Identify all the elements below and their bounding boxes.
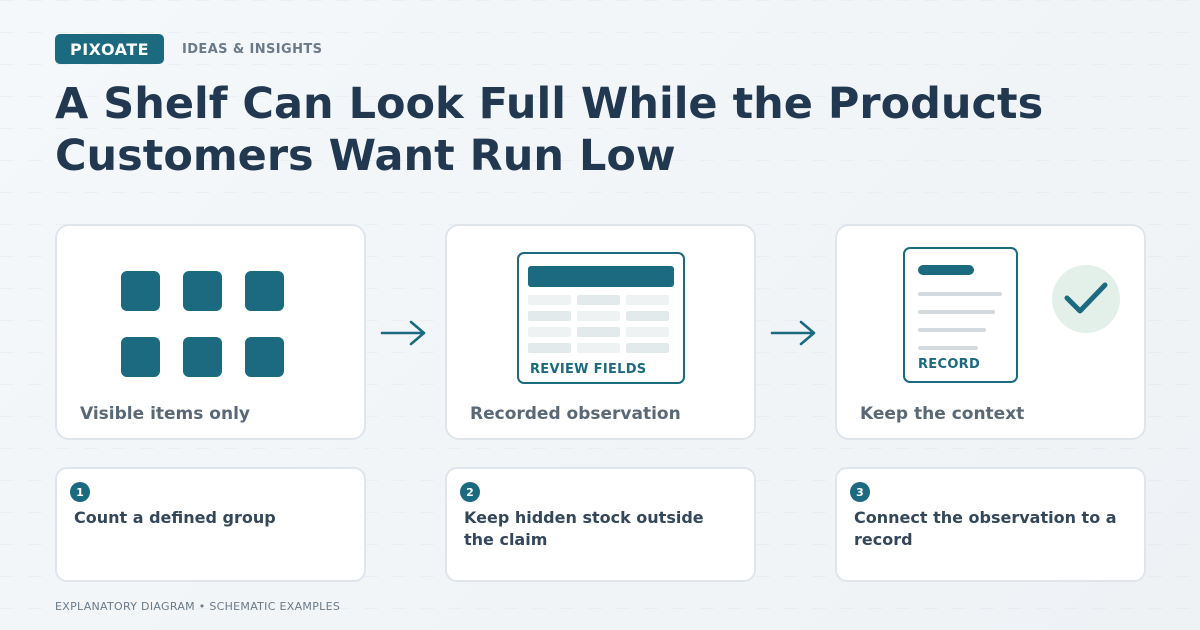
step-text: Count a defined group	[74, 508, 276, 527]
footer-caption: EXPLANATORY DIAGRAM • SCHEMATIC EXAMPLES	[55, 600, 341, 613]
card-label: Keep the context	[860, 404, 1025, 424]
card-recorded-observation: REVIEW FIELDS Recorded observation	[445, 224, 756, 440]
doc-caption: RECORD	[918, 357, 981, 372]
card-keep-context: RECORD Keep the context	[835, 224, 1146, 440]
arrow-right-icon	[380, 320, 426, 346]
step-2: 2 Keep hidden stock outside the claim	[445, 467, 756, 582]
step-number-badge: 1	[70, 482, 90, 502]
document-icon: RECORD	[903, 247, 1018, 383]
page-title: A Shelf Can Look Full While the Products…	[55, 79, 1044, 181]
arrow-right-icon	[770, 320, 816, 346]
step-text: Keep hidden stock outside the claim	[464, 508, 704, 549]
card-label: Visible items only	[80, 404, 250, 424]
step-number-badge: 3	[850, 482, 870, 502]
card-label: Recorded observation	[470, 404, 681, 424]
brand-badge: PIXOATE	[55, 34, 165, 64]
step-1: 1 Count a defined group	[55, 467, 366, 582]
section-kicker: IDEAS & INSIGHTS	[182, 42, 323, 57]
card-visible-items: Visible items only	[55, 224, 366, 440]
form-table-icon: REVIEW FIELDS	[517, 252, 685, 384]
checkmark-icon	[1052, 265, 1120, 333]
form-caption: REVIEW FIELDS	[530, 362, 647, 377]
step-number-badge: 2	[460, 482, 480, 502]
step-text: Connect the observation to a record	[854, 508, 1117, 549]
step-3: 3 Connect the observation to a record	[835, 467, 1146, 582]
